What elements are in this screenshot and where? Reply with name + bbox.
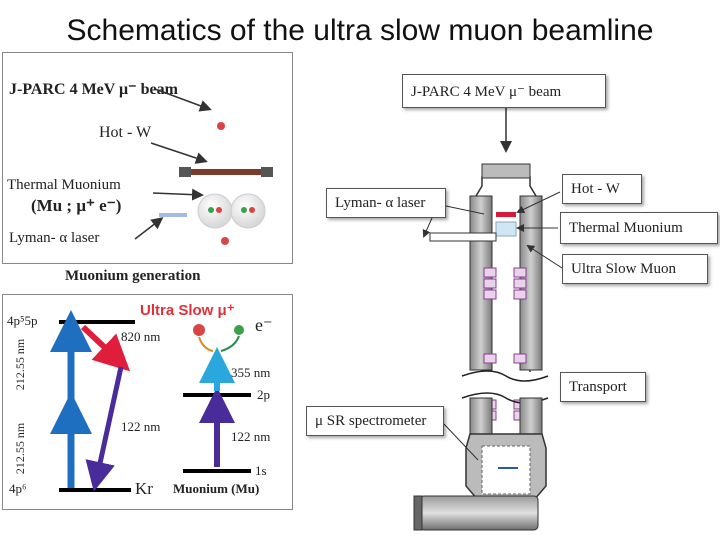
- top-flange: [481, 163, 531, 179]
- beamline-lyman-laser-box: Lyman- α laser: [326, 188, 446, 218]
- beamline-transport-box: Transport: [560, 372, 646, 402]
- wavelength-122-kr-label: 122 nm: [121, 419, 161, 434]
- laser-port: [429, 232, 497, 242]
- kr-820-arrow: [80, 324, 131, 372]
- muon-dot-bottom: [221, 237, 229, 245]
- kr-ground-level-label: 4p⁶: [9, 481, 27, 496]
- hot-w-target: [496, 212, 516, 217]
- muonium-generation-illustration: [134, 88, 273, 245]
- gen-thermal-muonium-label: Thermal Muonium: [7, 177, 121, 193]
- ionized-electron: [234, 325, 244, 335]
- gen-panel-caption: Muonium generation: [65, 268, 201, 284]
- mu-2p-label: 2p: [257, 387, 270, 402]
- beamline-beam-box: J-PARC 4 MeV μ⁻ beam: [402, 74, 606, 108]
- ionized-muon: [193, 324, 205, 336]
- beamline-ultra-slow-muon-box: Ultra Slow Muon: [562, 254, 708, 284]
- gen-beam-label: J-PARC 4 MeV μ⁻ beam: [9, 81, 178, 98]
- wavelength-820-label: 820 nm: [121, 329, 161, 344]
- laser-beam: [159, 213, 187, 217]
- wavelength-122-mu-label: 122 nm: [231, 429, 271, 444]
- energy-level-diagram: [50, 310, 251, 492]
- electron-label: e⁻: [255, 315, 273, 335]
- laser-arrow: [134, 217, 164, 240]
- gen-lyman-laser-label: Lyman- α laser: [9, 230, 100, 246]
- beamline-hot-w-box: Hot - W: [562, 174, 642, 204]
- beamline-thermal-muonium-box: Thermal Muonium: [560, 212, 718, 244]
- kr-upper-level-label: 4p⁵5p: [7, 313, 38, 328]
- beamline-musr-spectrometer-box: μ SR spectrometer: [306, 406, 444, 436]
- muonium-generation-panel: J-PARC 4 MeV μ⁻ beam Hot - W Thermal Muo…: [2, 52, 293, 284]
- mu-1s-label: 1s: [255, 463, 267, 478]
- gen-mu-formula: (Mu ; μ⁺ e⁻): [31, 196, 122, 215]
- slide-title: Schematics of the ultra slow muon beamli…: [66, 14, 654, 47]
- muonium-arrow: [152, 188, 204, 201]
- hot-w-arrow: [150, 142, 208, 164]
- ultra-slow-title: Ultra Slow μ⁺: [140, 302, 235, 319]
- muon-dot-top: [217, 122, 225, 130]
- beam-arrow: [154, 88, 212, 112]
- hot-w-foil: [181, 169, 273, 175]
- kr-label: Kr: [135, 479, 153, 498]
- target-region: [495, 221, 517, 237]
- muonium-label: Muonium (Mu): [173, 481, 260, 496]
- bottom-beam-pipe: [419, 495, 539, 531]
- wavelength-355-label: 355 nm: [231, 365, 271, 380]
- kr-122-arrow: [85, 366, 124, 492]
- muonium-sphere-2: [230, 193, 266, 229]
- energy-level-panel: Ultra Slow μ⁺ e⁻ 4p⁵5p 4p⁶ Kr 212.55 nm …: [2, 294, 293, 510]
- gen-hot-w-label: Hot - W: [99, 124, 152, 141]
